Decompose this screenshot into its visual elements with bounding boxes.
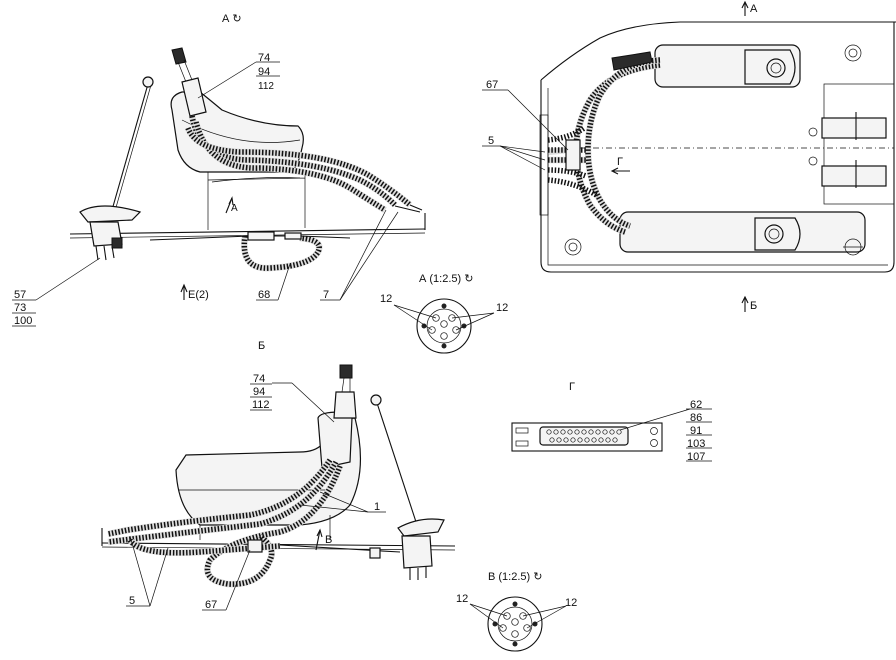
arrow-g-right-label: Г [617, 156, 623, 168]
callout-7: 7 [323, 289, 329, 301]
callout-5-right: 5 [488, 135, 494, 147]
mount-hole-bl [564, 238, 582, 256]
arrow-a-right-label: А [750, 3, 758, 15]
cable-68-loop [241, 234, 323, 272]
callout-73: 73 [14, 302, 26, 314]
callout-68: 68 [258, 289, 270, 301]
callout-103: 103 [687, 438, 705, 450]
callout-12-a-right: 12 [496, 302, 508, 314]
callout-b-94: 94 [253, 386, 265, 398]
lever-ball [142, 76, 154, 88]
callout-91: 91 [690, 425, 702, 437]
detail-v-connector [487, 596, 543, 652]
callout-b-74: 74 [253, 373, 265, 385]
detail-a-connector [416, 298, 472, 354]
callout-12-v-right: 12 [565, 597, 577, 609]
cable-harness-right [547, 56, 661, 236]
view-a-title: А ↻ [222, 13, 242, 25]
mount-hole-tr [844, 44, 862, 62]
callout-1: 1 [374, 501, 380, 513]
view-top-right: А Б Г 67 5 [482, 0, 896, 312]
armrest-lower [619, 211, 866, 253]
cable-bundle-top [184, 115, 413, 213]
lever-plate [79, 205, 142, 223]
callout-top-74: 74 [258, 52, 270, 64]
detail-v-title: В (1:2.5) ↻ [488, 571, 542, 583]
arrow-a-small-label: А [231, 203, 238, 214]
callout-5-b: 5 [129, 595, 135, 607]
joystick-knob [171, 47, 187, 65]
callout-62: 62 [690, 399, 702, 411]
detail-v: В (1:2.5) ↻ 12 12 [456, 571, 577, 652]
callout-top-112: 112 [258, 81, 274, 92]
pedestal [207, 170, 306, 230]
detail-g-plate [511, 422, 663, 452]
callout-100: 100 [14, 315, 32, 327]
joystick-boot [181, 77, 207, 117]
detail-g: Г 62 86 91 103 107 [511, 381, 712, 463]
arrow-e2-label: Е(2) [188, 289, 209, 301]
view-b-side: Б [101, 340, 456, 611]
callout-67-b: 67 [205, 599, 217, 611]
callout-top-94: 94 [258, 66, 270, 78]
arrow-b-right-label: Б [750, 300, 757, 312]
view-b-title: Б [258, 340, 265, 352]
callout-86: 86 [690, 412, 702, 424]
detail-a-title: А (1:2.5) ↻ [419, 273, 473, 285]
lever-rod-b [376, 402, 419, 529]
callout-67-right: 67 [486, 79, 498, 91]
lever-rod [111, 83, 149, 211]
joystick-knob-b [339, 364, 353, 379]
callout-12-a-left: 12 [380, 293, 392, 305]
arrow-v-small-label: В [325, 534, 332, 546]
detail-a: А (1:2.5) ↻ 12 12 [380, 273, 508, 354]
view-top-left: А ↻ [12, 13, 426, 327]
cable-bundle-b [107, 458, 344, 588]
detail-g-title: Г [569, 381, 575, 393]
callout-12-v-left: 12 [456, 593, 468, 605]
callout-b-112: 112 [252, 399, 270, 411]
callout-57: 57 [14, 289, 26, 301]
callout-107: 107 [687, 451, 705, 463]
console-outline [540, 21, 896, 273]
